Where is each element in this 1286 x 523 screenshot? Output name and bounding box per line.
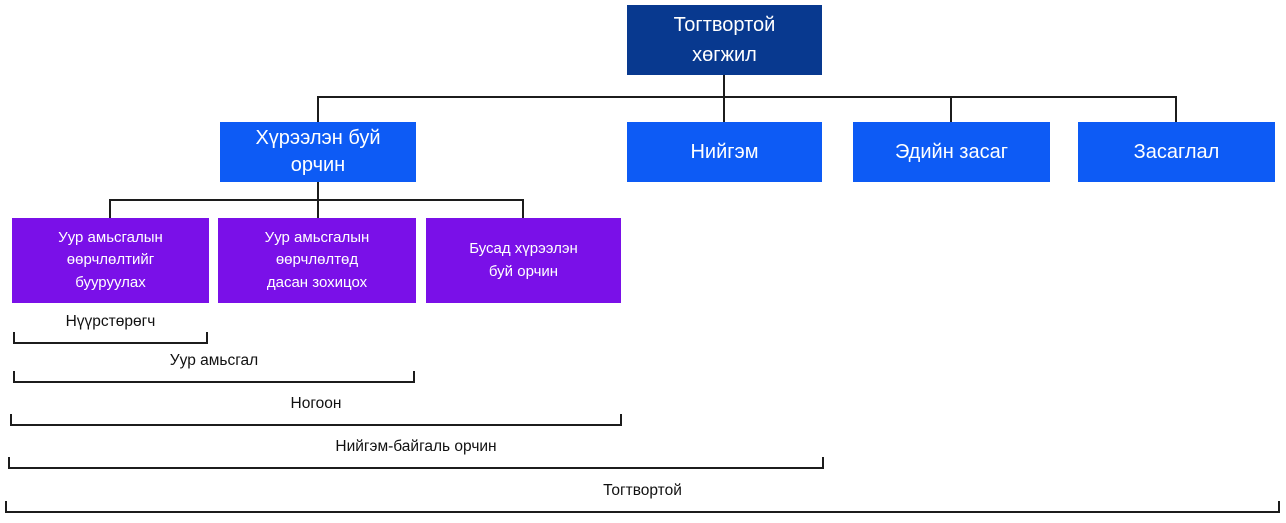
bracket-social-environment-brace — [8, 457, 824, 469]
node-economy: Эдийн засаг — [853, 122, 1050, 182]
node-climate-mitigation: Уур амьсгалын өөрчлөлтийг бууруулах — [12, 218, 209, 303]
node-other-environment: Бусад хүрээлэн буй орчин — [426, 218, 621, 303]
connector-drop-environment — [317, 96, 319, 122]
node-sustainable-development-label: Тогтвортой хөгжил — [673, 14, 776, 66]
bracket-climate: Уур амьсгал — [13, 353, 415, 383]
bracket-green-brace — [10, 414, 622, 426]
bracket-green: Ногоон — [10, 396, 622, 426]
node-governance: Засаглал — [1078, 122, 1275, 182]
node-other-environment-label: Бусад хүрээлэн буй орчин — [469, 240, 578, 280]
node-climate-mitigation-label: Уур амьсгалын өөрчлөлтийг бууруулах — [58, 228, 163, 291]
bracket-carbon-brace — [13, 332, 208, 344]
node-sustainable-development: Тогтвортой хөгжил — [627, 5, 822, 75]
node-governance-label: Засаглал — [1133, 140, 1220, 163]
connector-drop-economy — [950, 96, 952, 122]
connector-root-to-society — [723, 75, 725, 122]
bracket-social-environment: Нийгэм-байгаль орчин — [8, 439, 824, 469]
node-economy-label: Эдийн засаг — [894, 140, 1009, 163]
bracket-social-environment-label: Нийгэм-байгаль орчин — [335, 438, 497, 455]
connector-level1-bus — [317, 96, 1177, 98]
connector-drop-child3 — [522, 199, 524, 218]
connector-level2-bus — [109, 199, 524, 201]
node-climate-adaptation: Уур амьсгалын өөрчлөлтөд дасан зохицох — [218, 218, 416, 303]
bracket-carbon-label: Нүүрстөрөгч — [65, 313, 156, 330]
node-environment-label: Хүрээлэн буй орчин — [255, 127, 381, 176]
bracket-climate-brace — [13, 371, 415, 383]
node-society: Нийгэм — [627, 122, 822, 182]
bracket-climate-label: Уур амьсгал — [169, 352, 259, 369]
bracket-carbon: Нүүрстөрөгч — [13, 314, 208, 344]
node-climate-adaptation-label: Уур амьсгалын өөрчлөлтөд дасан зохицох — [264, 228, 370, 291]
bracket-sustainable: Тогтвортой — [5, 483, 1280, 513]
bracket-sustainable-brace — [5, 501, 1280, 513]
node-society-label: Нийгэм — [690, 140, 759, 163]
node-environment: Хүрээлэн буй орчин — [220, 122, 416, 182]
connector-drop-governance — [1175, 96, 1177, 122]
bracket-sustainable-label: Тогтвортой — [603, 482, 682, 499]
connector-drop-child1 — [109, 199, 111, 218]
bracket-green-label: Ногоон — [290, 395, 342, 412]
